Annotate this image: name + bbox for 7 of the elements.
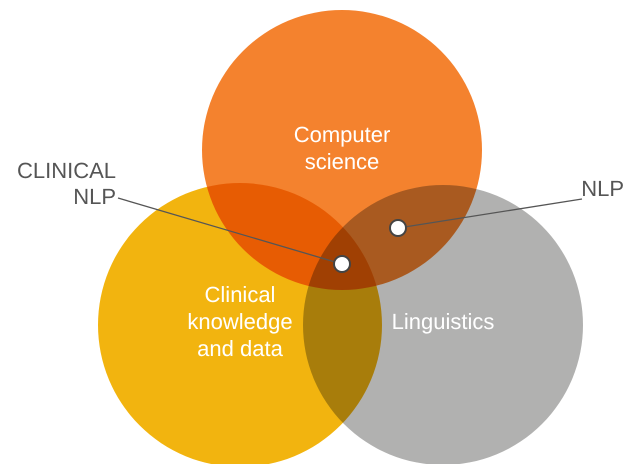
leader-line (118, 197, 334, 262)
callout-label: CLINICAL NLP (16, 158, 116, 210)
circle-label: Computer science (292, 121, 392, 175)
circle-label: Clinical knowledge and data (186, 280, 294, 362)
circle-label: Linguistics (392, 308, 494, 334)
leader-line (406, 198, 582, 228)
callout-label: NLP (580, 176, 624, 202)
